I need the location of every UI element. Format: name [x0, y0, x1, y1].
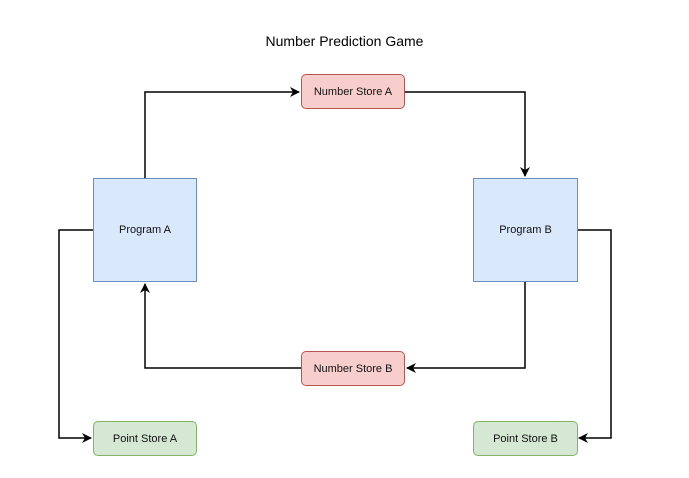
- edge-program-b-to-point-store-b: [578, 229, 612, 443]
- program-a-label: Program A: [119, 224, 171, 236]
- program-b-label: Program B: [499, 224, 552, 236]
- number-store-b-label: Number Store B: [313, 362, 393, 375]
- point-store-b: Point Store B: [473, 421, 578, 456]
- program-a: Program A: [93, 178, 197, 282]
- number-store-a-label: Number Store A: [313, 85, 393, 98]
- number-store-a: Number Store A: [301, 74, 405, 109]
- point-store-b-label: Point Store B: [493, 432, 558, 445]
- edge-number-store-b-to-program-a: [140, 283, 301, 369]
- point-store-a: Point Store A: [93, 421, 197, 456]
- number-store-b: Number Store B: [301, 351, 405, 386]
- edge-number-store-a-to-program-b: [405, 91, 530, 177]
- diagram-title: Number Prediction Game: [265, 33, 424, 49]
- point-store-a-label: Point Store A: [112, 432, 178, 445]
- edge-program-a-to-number-store-a: [144, 87, 300, 178]
- edge-program-b-to-number-store-b: [406, 282, 526, 373]
- program-b: Program B: [473, 178, 578, 282]
- edge-program-a-to-point-store-a: [58, 229, 93, 443]
